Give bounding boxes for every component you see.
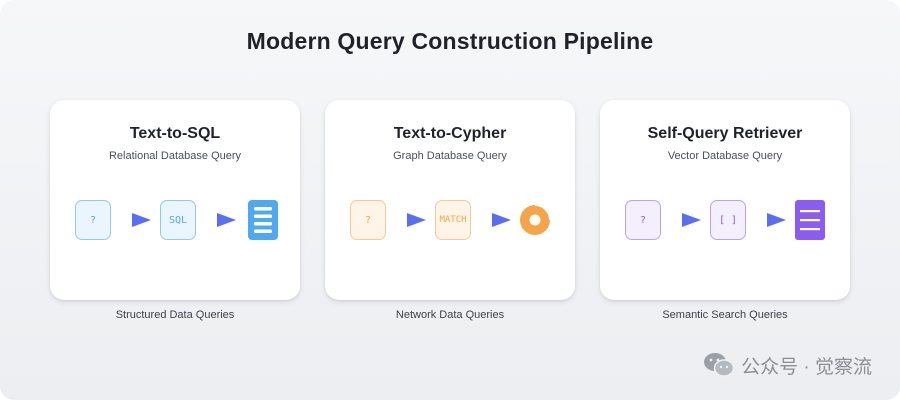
document-list-icon (795, 200, 825, 240)
card-self-query-retriever: Self-Query Retriever Vector Database Que… (600, 100, 850, 300)
query-language-box: MATCH (435, 200, 471, 240)
query-language-box: SQL (160, 200, 196, 240)
arrow-right-icon (492, 213, 511, 227)
card-subtitle: Graph Database Query (393, 150, 507, 162)
pipeline-flow: ? SQL (50, 200, 300, 240)
arrow-right-icon (132, 213, 151, 227)
arrow-right-icon (407, 213, 426, 227)
card-title: Text-to-SQL (129, 125, 221, 142)
wechat-icon (704, 353, 735, 377)
database-icon (248, 200, 278, 240)
card-subtitle: Vector Database Query (667, 150, 783, 162)
query-language-box: [ ] (710, 200, 746, 240)
card-title: Self-Query Retriever (647, 125, 803, 142)
input-question-box: ? (625, 200, 661, 240)
card-caption: Structured Data Queries (115, 309, 235, 321)
watermark: 公众号 · 觉察流 (703, 350, 872, 380)
card-text-to-sql: Text-to-SQL Relational Database Query ? … (50, 100, 300, 300)
input-question-box: ? (350, 200, 386, 240)
card-title: Text-to-Cypher (393, 125, 507, 142)
input-question-box: ? (75, 200, 111, 240)
arrow-right-icon (217, 213, 236, 227)
arrow-right-icon (767, 213, 786, 227)
diagram-title: Modern Query Construction Pipeline (246, 28, 654, 54)
pipeline-flow: ? MATCH (325, 200, 575, 240)
graph-node-icon (520, 204, 551, 235)
card-caption: Semantic Search Queries (662, 309, 788, 321)
card-subtitle: Relational Database Query (108, 150, 242, 162)
card-caption: Network Data Queries (395, 309, 505, 321)
pipeline-flow: ? [ ] (600, 200, 850, 240)
card-text-to-cypher: Text-to-Cypher Graph Database Query ? MA… (325, 100, 575, 300)
arrow-right-icon (682, 213, 701, 227)
watermark-text: 公众号 · 觉察流 (741, 356, 872, 378)
